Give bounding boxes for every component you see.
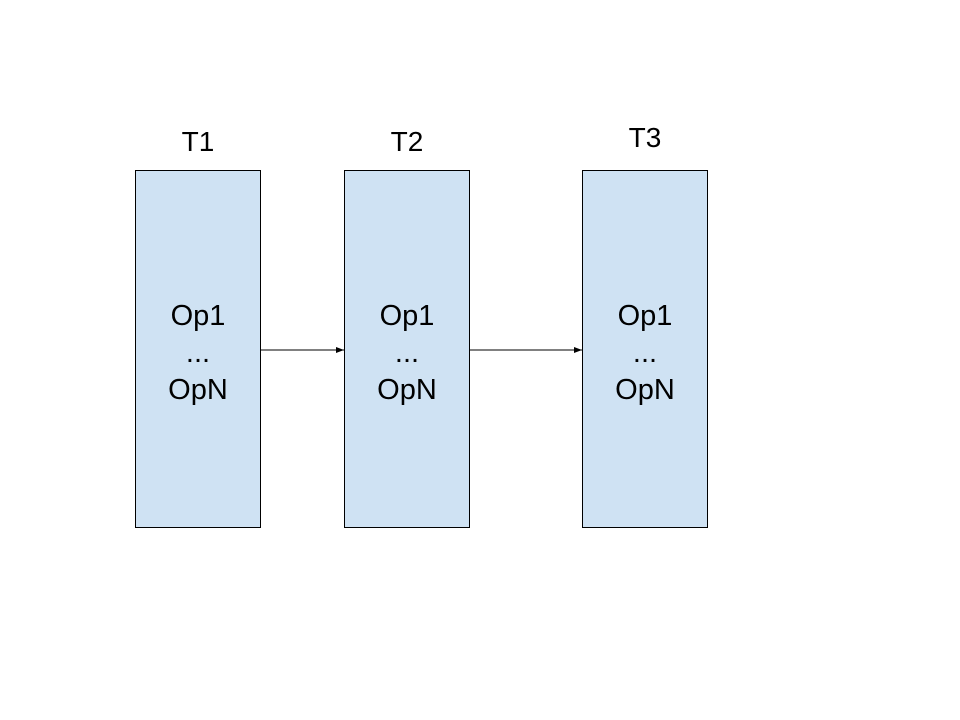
op-ellipsis: ... xyxy=(632,337,658,369)
op-last: OpN xyxy=(168,374,228,406)
op-first: Op1 xyxy=(617,300,673,332)
stage-ops-t1: Op1 ... OpN xyxy=(136,298,260,409)
op-first: Op1 xyxy=(379,300,435,332)
op-first: Op1 xyxy=(170,300,226,332)
stage-box-t3: Op1 ... OpN xyxy=(582,170,708,528)
op-last: OpN xyxy=(377,374,437,406)
op-last: OpN xyxy=(615,374,675,406)
stage-title-t3: T3 xyxy=(628,122,662,153)
stage-ops-t3: Op1 ... OpN xyxy=(583,298,707,409)
stage-title-t2: T2 xyxy=(390,126,424,157)
stage-ops-t2: Op1 ... OpN xyxy=(345,298,469,409)
stage-box-t2: Op1 ... OpN xyxy=(344,170,470,528)
stage-title-t1: T1 xyxy=(181,126,215,157)
op-ellipsis: ... xyxy=(394,337,420,369)
op-ellipsis: ... xyxy=(185,337,211,369)
stage-box-t1: Op1 ... OpN xyxy=(135,170,261,528)
